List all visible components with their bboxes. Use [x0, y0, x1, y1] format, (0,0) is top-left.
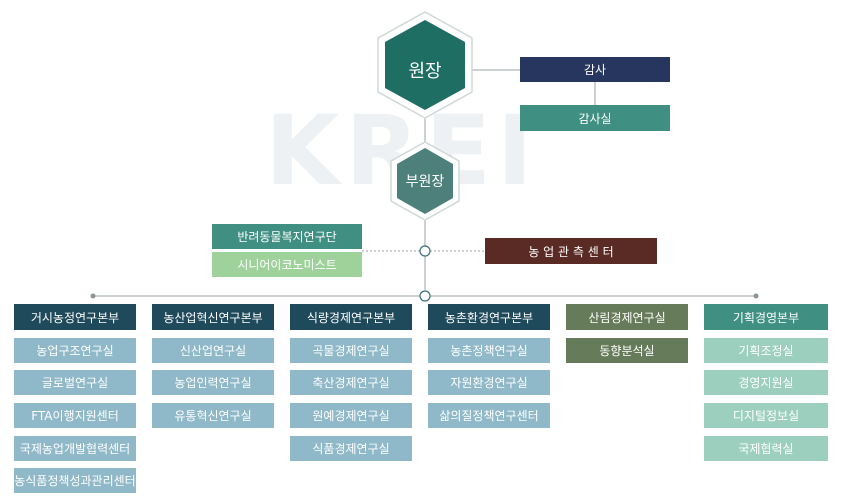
audit-box: 감사: [520, 57, 670, 82]
vice-director-hexagon: [390, 141, 460, 221]
observation-center-box: 농 업 관 측 센 터: [485, 238, 657, 264]
division-item: 곡물경제연구실: [290, 338, 412, 363]
division-item: 디지털정보실: [704, 403, 828, 428]
division-item: 동향분석실: [566, 338, 688, 363]
director-hexagon: [377, 11, 473, 119]
division-item: 농촌정책연구실: [428, 338, 550, 363]
division-item: 농식품정책성과관리센터: [14, 468, 136, 493]
division-item: 자원환경연구실: [428, 370, 550, 395]
division-item: 유통혁신연구실: [152, 403, 274, 428]
division-item: 농업인력연구실: [152, 370, 274, 395]
director-label: 원장: [408, 61, 442, 82]
division-title: 산림경제연구실: [566, 304, 688, 330]
division-item: 농업구조연구실: [14, 338, 136, 363]
division-title: 농촌환경연구본부: [428, 304, 550, 330]
vice-director-label: 부원장: [405, 174, 445, 190]
division-item: 국제협력실: [704, 436, 828, 461]
division-title: 식량경제연구본부: [290, 304, 412, 330]
division-item: 글로벌연구실: [14, 370, 136, 395]
pet-welfare-box: 반려동물복지연구단: [212, 224, 362, 249]
division-item: 국제농업개발협력센터: [14, 436, 136, 461]
division-item: FTA이행지원센터: [14, 403, 136, 428]
division-title: 기획경영본부: [704, 304, 828, 330]
division-item: 신산업연구실: [152, 338, 274, 363]
division-item: 삶의질정책연구센터: [428, 403, 550, 428]
senior-economist-box: 시니어이코노미스트: [212, 252, 362, 277]
division-title: 농산업혁신연구본부: [152, 304, 274, 330]
division-item: 경영지원실: [704, 370, 828, 395]
division-item: 기획조정실: [704, 338, 828, 363]
division-item: 원예경제연구실: [290, 403, 412, 428]
division-item: 식품경제연구실: [290, 436, 412, 461]
audit-office-box: 감사실: [520, 105, 670, 131]
division-title: 거시농정연구본부: [14, 304, 136, 330]
division-item: 축산경제연구실: [290, 370, 412, 395]
